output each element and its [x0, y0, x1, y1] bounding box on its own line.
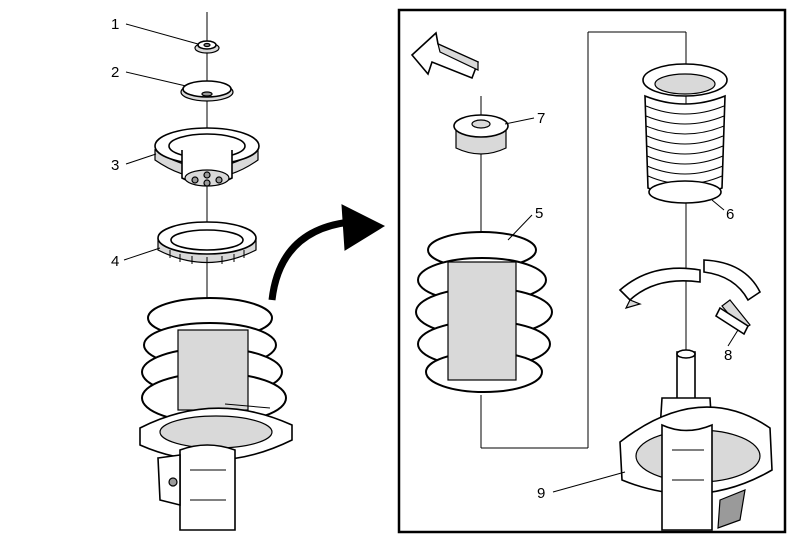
leader-lines [123, 23, 739, 493]
callout-8: 8 [724, 347, 732, 364]
part-3-strut-mount [154, 127, 260, 187]
callout-7: 7 [537, 110, 545, 127]
part-1-nut [194, 40, 220, 54]
part-5-coil-spring [415, 231, 553, 393]
left-strut-body [157, 444, 236, 531]
left-coil-spring [141, 297, 287, 424]
part-2-washer [180, 80, 234, 102]
callout-1: 1 [111, 16, 119, 33]
callout-5: 5 [535, 205, 543, 222]
part-8-isolator [618, 259, 762, 336]
callout-9: 9 [537, 485, 545, 502]
transition-arrow [268, 204, 386, 301]
part-7-insulator [453, 114, 509, 155]
left-spring-seat [139, 403, 293, 462]
callout-labels: 1 2 3 4 5 6 7 8 9 [111, 16, 734, 502]
callout-4: 4 [111, 253, 119, 270]
callout-6: 6 [726, 206, 734, 223]
left-assembly [139, 12, 293, 531]
part-6-dust-boot [642, 63, 728, 204]
part-9-strut [619, 349, 773, 531]
callout-2: 2 [111, 64, 119, 81]
part-4-bearing [157, 221, 257, 265]
direction-arrow [410, 31, 480, 80]
detail-frame [397, 8, 787, 534]
callout-3: 3 [111, 157, 119, 174]
